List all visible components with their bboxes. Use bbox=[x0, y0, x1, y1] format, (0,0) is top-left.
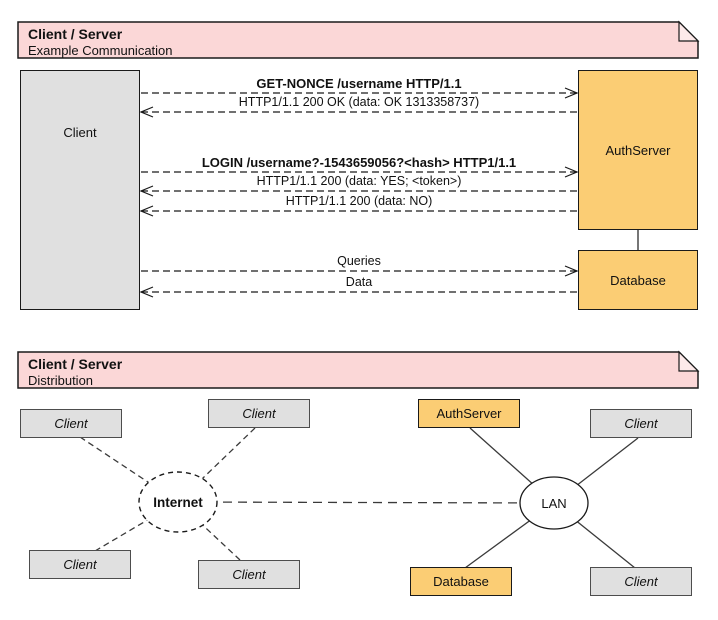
dist-client-box-5: Client bbox=[590, 409, 692, 438]
note-title: Client / Server bbox=[28, 26, 123, 42]
message-label-200-ok: HTTP1/1.1 200 OK (data: OK 1313358737) bbox=[238, 95, 480, 109]
dist-client-box-3: Client bbox=[29, 550, 131, 579]
client-node: Client bbox=[20, 70, 140, 310]
note-fold-icon bbox=[678, 20, 700, 42]
dist-client-label: Client bbox=[63, 557, 97, 572]
arrowhead-left-icon bbox=[139, 185, 154, 197]
message-label-yes: HTTP1/1.1 200 (data: YES; <token>) bbox=[256, 174, 462, 188]
dist-client-box-2: Client bbox=[208, 399, 310, 428]
arrowhead-right-icon bbox=[564, 87, 579, 99]
arrowhead-right-icon bbox=[564, 166, 579, 178]
dist-client-box-6: Client bbox=[590, 567, 692, 596]
note-subtitle: Distribution bbox=[28, 373, 94, 388]
authserver-node-label: AuthServer bbox=[605, 142, 671, 158]
dist-client-label: Client bbox=[54, 416, 88, 431]
client-node-label: Client bbox=[63, 125, 97, 140]
dist-client-label: Client bbox=[242, 406, 276, 421]
dist-client-box-1: Client bbox=[20, 409, 122, 438]
database-node: Database bbox=[578, 250, 698, 310]
note-distribution-text: Client / Server Distribution bbox=[28, 356, 122, 389]
arrowhead-left-icon bbox=[139, 106, 154, 118]
note-title: Client / Server bbox=[28, 356, 123, 372]
message-label-get-nonce: GET-NONCE /username HTTP/1.1 bbox=[256, 76, 462, 91]
link-client-tm-internet bbox=[177, 427, 256, 503]
internet-cloud-shape bbox=[138, 471, 218, 533]
dist-authserver-label: AuthServer bbox=[436, 406, 502, 421]
message-label-data: Data bbox=[345, 275, 373, 289]
database-node-label: Database bbox=[610, 272, 666, 288]
dist-database-label: Database bbox=[433, 574, 489, 589]
message-label-no: HTTP1/1.1 200 (data: NO) bbox=[285, 194, 433, 208]
note-communication-text: Client / Server Example Communication bbox=[28, 26, 173, 59]
note-shape-communication bbox=[17, 21, 699, 59]
link-internet-lan bbox=[177, 501, 555, 504]
dist-authserver-box: AuthServer bbox=[418, 399, 520, 428]
internet-hub-label: Internet bbox=[153, 495, 203, 510]
message-label-queries: Queries bbox=[337, 254, 381, 268]
lan-hub-label: LAN bbox=[541, 496, 567, 511]
dist-client-label: Client bbox=[232, 567, 266, 582]
arrowhead-left-icon bbox=[139, 205, 154, 217]
dist-database-box: Database bbox=[410, 567, 512, 596]
note-fold-icon bbox=[678, 350, 700, 372]
note-subtitle: Example Communication bbox=[28, 43, 173, 58]
dist-client-label: Client bbox=[624, 574, 658, 589]
arrowhead-left-icon bbox=[139, 286, 154, 298]
dist-client-label: Client bbox=[624, 416, 658, 431]
arrowhead-right-icon bbox=[564, 265, 579, 277]
dist-client-box-4: Client bbox=[198, 560, 300, 589]
message-label-login: LOGIN /username?-1543659056?<hash> HTTP1… bbox=[201, 155, 517, 170]
note-shape-distribution bbox=[17, 351, 699, 389]
authserver-node: AuthServer bbox=[578, 70, 698, 230]
lan-hub-shape bbox=[519, 476, 589, 530]
